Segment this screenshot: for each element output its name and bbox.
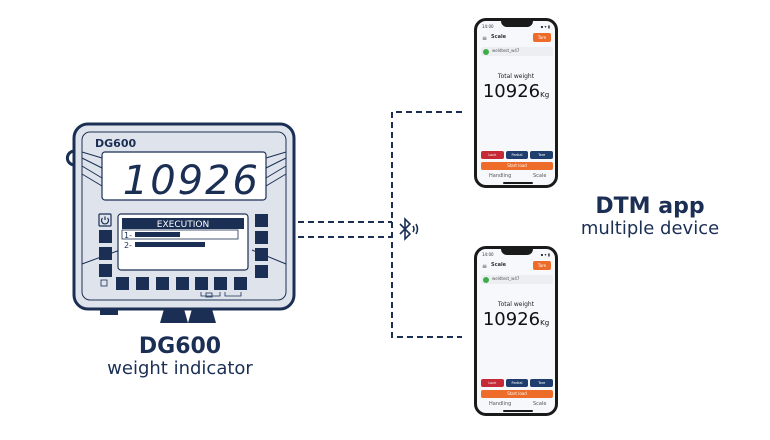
total-weight-unit: Kg <box>540 91 550 99</box>
partial-button[interactable]: Partial <box>505 379 529 387</box>
device-name: weldtest_w47 <box>492 48 520 53</box>
lock-button[interactable]: Lock <box>481 379 504 387</box>
weight-display-value: 10926 <box>123 158 260 204</box>
brand-tare-button[interactable]: Tare <box>533 33 551 42</box>
connection-bracket <box>391 111 462 338</box>
menu-icon[interactable]: ≡ <box>482 263 488 270</box>
bottom-key-6[interactable] <box>214 277 227 290</box>
bottom-key-3[interactable] <box>156 277 169 290</box>
device-model-text: DG600 <box>95 137 136 150</box>
tare-button[interactable]: Tare <box>530 151 554 159</box>
device-selector[interactable]: weldtest_w47 <box>481 275 553 284</box>
menu-row-1-label: 1- <box>124 231 132 240</box>
device-name: weldtest_w47 <box>492 276 520 281</box>
right-key-3[interactable] <box>255 248 268 261</box>
cable-gland-1 <box>160 309 188 323</box>
phone-bottom: 14:00 ▪ ▾ ▮ ≡ Scale Tare weldtest_w47 To… <box>474 246 558 416</box>
phone-notch <box>501 21 533 27</box>
device-bezel <box>81 131 287 301</box>
status-icons: ▪ ▾ ▮ <box>540 24 550 29</box>
status-time: 14:00 <box>482 252 494 257</box>
connected-status-icon <box>483 276 489 283</box>
left-key-3[interactable] <box>99 264 112 277</box>
bottom-key-2[interactable] <box>136 277 149 290</box>
tab-handling[interactable]: Handling <box>489 401 511 407</box>
screen-title-bar <box>122 218 244 229</box>
total-weight-value: 10926 <box>482 81 541 102</box>
tab-handling[interactable]: Handling <box>489 173 511 179</box>
power-icon <box>100 216 110 225</box>
app-bar: ≡ Scale Tare <box>477 32 555 44</box>
total-weight-value: 10926 <box>482 309 541 330</box>
phone-notch <box>501 249 533 255</box>
menu-row-1-bar <box>135 232 180 237</box>
indicator-caption: DG600 weight indicator <box>80 335 280 379</box>
app-subtitle: multiple device <box>580 218 720 239</box>
scale-tab-label: Scale <box>533 401 547 407</box>
total-weight-label: Total weight <box>497 73 535 80</box>
bluetooth-icon <box>399 217 419 241</box>
brand-tare-button[interactable]: Tare <box>533 261 551 270</box>
bottom-key-5[interactable] <box>195 277 208 290</box>
app-caption: DTM app multiple device <box>555 195 745 239</box>
action-buttons: Lock Partial Tare <box>481 379 554 387</box>
menu-row-2-bar <box>135 242 205 247</box>
screen-title: EXECUTION <box>157 220 209 230</box>
home-indicator <box>503 410 533 412</box>
right-key-4[interactable] <box>255 265 268 278</box>
print-icon <box>100 279 108 287</box>
indicator-title: DG600 <box>138 334 222 359</box>
partial-button[interactable]: Partial <box>505 151 529 159</box>
app-title: DTM app <box>595 194 705 219</box>
lock-button[interactable]: Lock <box>481 151 504 159</box>
scale-tab-label: Scale <box>533 173 547 179</box>
handling-tab-label: Handling <box>489 173 512 179</box>
tab-scale[interactable]: Scale <box>533 401 546 407</box>
cable-gland-small <box>100 309 118 315</box>
total-weight-unit: Kg <box>540 319 550 327</box>
bottom-key-4[interactable] <box>176 277 189 290</box>
bottom-key-1[interactable] <box>116 277 129 290</box>
key-group-brackets <box>200 292 242 298</box>
tare-button[interactable]: Tare <box>530 379 554 387</box>
total-weight-readout: 10926Kg <box>477 81 555 102</box>
app-bar: ≡ Scale Tare <box>477 260 555 272</box>
dg600-indicator: DG600 10926 EXECUTION 1- 2- <box>65 122 296 323</box>
device-selector[interactable]: weldtest_w47 <box>481 47 553 56</box>
menu-row-2-label: 2- <box>124 241 132 250</box>
start-load-button[interactable]: Start load <box>481 162 553 170</box>
status-icons: ▪ ▾ ▮ <box>540 252 550 257</box>
cable-gland-2 <box>188 309 216 323</box>
left-key-2[interactable] <box>99 247 112 260</box>
total-weight-readout: 10926Kg <box>477 309 555 330</box>
menu-icon[interactable]: ≡ <box>482 35 488 42</box>
left-key-1[interactable] <box>99 230 112 243</box>
app-bar-title: Scale <box>491 34 507 40</box>
right-key-1[interactable] <box>255 214 268 227</box>
weight-display <box>101 151 267 201</box>
status-time: 14:00 <box>482 24 494 29</box>
total-weight-label: Total weight <box>497 301 535 308</box>
tab-scale[interactable]: Scale <box>533 173 546 179</box>
connected-status-icon <box>483 48 489 55</box>
start-load-button[interactable]: Start load <box>481 390 553 398</box>
action-buttons: Lock Partial Tare <box>481 151 554 159</box>
home-indicator <box>503 182 533 184</box>
app-bar-title: Scale <box>491 262 507 268</box>
indicator-subtitle: weight indicator <box>107 358 253 379</box>
phone-top: 14:00 ▪ ▾ ▮ ≡ Scale Tare weldtest_w47 To… <box>474 18 558 188</box>
handling-tab-label: Handling <box>489 401 512 407</box>
right-key-2[interactable] <box>255 231 268 244</box>
bottom-key-7[interactable] <box>234 277 247 290</box>
